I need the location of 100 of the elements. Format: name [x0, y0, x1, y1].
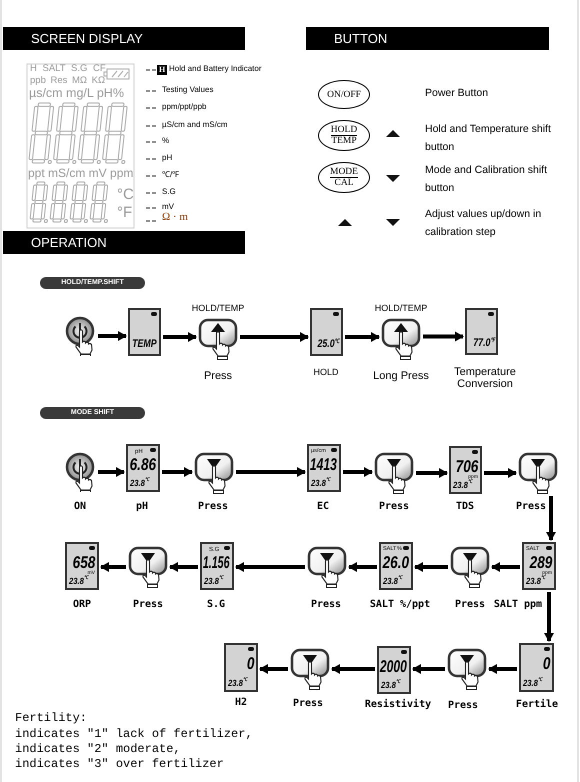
flow-arrow: [414, 562, 448, 572]
button-description: Power Button: [425, 87, 488, 100]
button-description: Hold and Temperature shift button: [425, 122, 552, 155]
lcd-screen: [310, 308, 343, 356]
step-caption: pH: [136, 501, 148, 512]
flow-arrow: [348, 562, 377, 572]
lcd-screen: [519, 643, 554, 692]
step-caption: Press: [454, 599, 486, 610]
reading-value: 706: [455, 458, 478, 475]
step-caption: Resistivity: [364, 699, 432, 710]
key-button: MODE CAL: [318, 162, 370, 193]
flow-arrow: [544, 592, 554, 642]
display-note: Testing Values: [162, 85, 214, 95]
button-label: HOLD/TEMP: [374, 303, 428, 313]
reading-value: 0: [542, 655, 550, 672]
button-label: HOLD/TEMP: [192, 303, 244, 313]
step-caption: Press: [132, 599, 164, 610]
reading-value: 658: [72, 554, 95, 571]
flow-arrow: [235, 562, 305, 572]
lcd-indicator-text: H SALT S.G CF: [30, 63, 106, 74]
display-note: µS/cm and mS/cm: [162, 120, 228, 130]
flow-arrow: [423, 332, 464, 342]
step-caption: HOLD: [314, 367, 338, 377]
step-caption: Press: [292, 698, 324, 709]
lcd-screen: [379, 542, 413, 590]
note-text: indicates "3" over fertilizer: [15, 757, 224, 772]
step-caption: Press: [516, 501, 546, 512]
key-button: HOLD TEMP: [318, 120, 370, 151]
lcd-screen: [465, 308, 498, 355]
note-text: indicates "1" lack of fertilizer,: [15, 727, 253, 742]
step-caption: SALT %/ppt: [370, 599, 430, 610]
lcd-unit-text: °F: [117, 204, 132, 222]
lcd-screen: [522, 542, 556, 590]
step-caption: Long Press: [373, 370, 429, 382]
display-note: Ω · m: [162, 211, 188, 224]
step-caption: H2: [234, 697, 248, 708]
lcd-unit-text: °C: [117, 186, 134, 204]
flow-arrow: [416, 468, 448, 478]
display-note: mV: [162, 202, 174, 212]
reading-value: 2000: [380, 658, 407, 675]
display-note: %: [162, 136, 170, 146]
flow-arrow: [240, 332, 309, 342]
lcd-unit-text: µs/cm mg/L pH%: [29, 86, 124, 101]
step-caption: TDS: [456, 501, 474, 512]
flow-arrow: [163, 332, 197, 342]
reading-value: 77.0$^{℉}$: [472, 338, 494, 349]
flow-arrow: [345, 332, 380, 342]
reading-value: 26.0: [382, 554, 409, 571]
flow-arrow: [100, 562, 126, 572]
key-button: ON/OFF: [318, 80, 370, 109]
reading-value: TEMP: [132, 339, 157, 350]
display-note: S.G: [162, 187, 176, 197]
reading-value: 25.0$^{℃}$: [317, 339, 339, 350]
lcd-unit-text: ppt mS/cm mV ppm: [28, 166, 134, 180]
flow-arrow: [169, 562, 198, 572]
lcd-screen: [128, 308, 161, 356]
step-caption: Fertile: [516, 699, 558, 710]
display-note: ppm/ppt/ppb: [162, 102, 206, 112]
reading-value: 1.156: [203, 554, 230, 571]
reading-value: 289: [529, 554, 552, 571]
flow-arrow: [546, 496, 556, 541]
display-note: pH: [162, 153, 172, 163]
hold-indicator-symbol: H: [157, 65, 168, 75]
flow-arrow: [98, 331, 127, 341]
note-text: Fertility:: [15, 711, 88, 726]
lcd-screen: [377, 646, 411, 694]
flow-arrow: [162, 467, 193, 477]
step-caption: S.G: [206, 599, 226, 610]
step-caption: ORP: [72, 599, 92, 610]
display-note: Hold and Battery Indicator: [169, 64, 262, 74]
reading-value: 1413: [310, 456, 337, 473]
lcd-indicator-text: ppb Res MΩ KΩ: [30, 75, 106, 86]
section-header: OPERATION: [3, 231, 245, 254]
step-caption: Press: [310, 599, 342, 610]
reading-value: 0: [246, 655, 254, 672]
step-caption: SALT ppm: [494, 599, 542, 610]
flow-arrow: [331, 664, 375, 674]
button-description: Mode and Calibration shift button: [425, 163, 548, 196]
flow-arrow: [484, 468, 517, 478]
step-caption: EC: [316, 501, 330, 512]
flow-arrow: [98, 467, 125, 477]
lcd-screen: [65, 542, 99, 590]
note-text: indicates "2" moderate,: [15, 742, 181, 756]
flow-arrow: [412, 664, 445, 674]
step-caption: Press: [204, 370, 232, 382]
lcd-screen: [307, 444, 341, 492]
section-header: SCREEN DISPLAY: [3, 27, 245, 50]
button-description: Adjust values up/down in calibration step: [425, 207, 542, 240]
step-caption: Press: [378, 501, 410, 512]
reading-value: 6.86: [130, 456, 156, 473]
step-caption: Press: [448, 700, 478, 711]
flow-arrow: [488, 664, 517, 674]
step-caption: ON: [74, 501, 86, 512]
step-caption: Press: [198, 501, 228, 512]
flow-arrow: [491, 562, 520, 572]
step-caption: Temperature Conversion: [453, 366, 517, 390]
lcd-screen: [449, 446, 482, 494]
flow-arrow: [259, 664, 288, 674]
flow-arrow: [236, 467, 306, 477]
display-note: ℃/℉: [162, 170, 180, 180]
